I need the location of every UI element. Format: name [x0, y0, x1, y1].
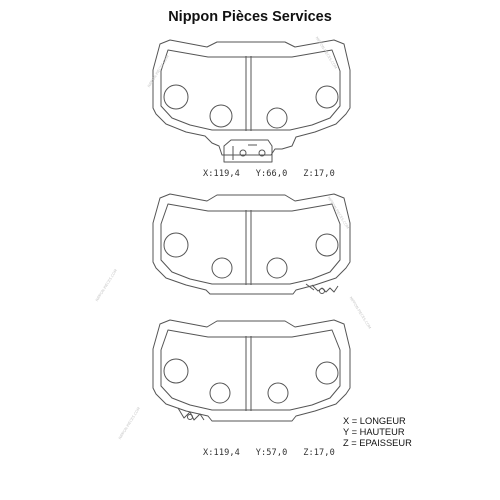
pad-1-outline — [152, 39, 351, 163]
legend-y: Y = HAUTEUR — [343, 427, 405, 438]
pad-1-dimensions: X:119,4 Y:66,0 Z:17,0 — [203, 169, 335, 179]
pad-2-outline — [152, 193, 351, 295]
pad-3-outline — [152, 319, 351, 422]
page-title: Nippon Pièces Services — [168, 9, 332, 25]
legend-x: X = LONGEUR — [343, 416, 406, 426]
pad-3-dimensions: X:119,4 Y:57,0 Z:17,0 — [203, 448, 335, 458]
legend-z: Z = EPAISSEUR — [343, 438, 412, 449]
dimension-legend: X = LONGEUR Y = HAUTEUR Z = EPAISSEUR — [343, 416, 412, 450]
